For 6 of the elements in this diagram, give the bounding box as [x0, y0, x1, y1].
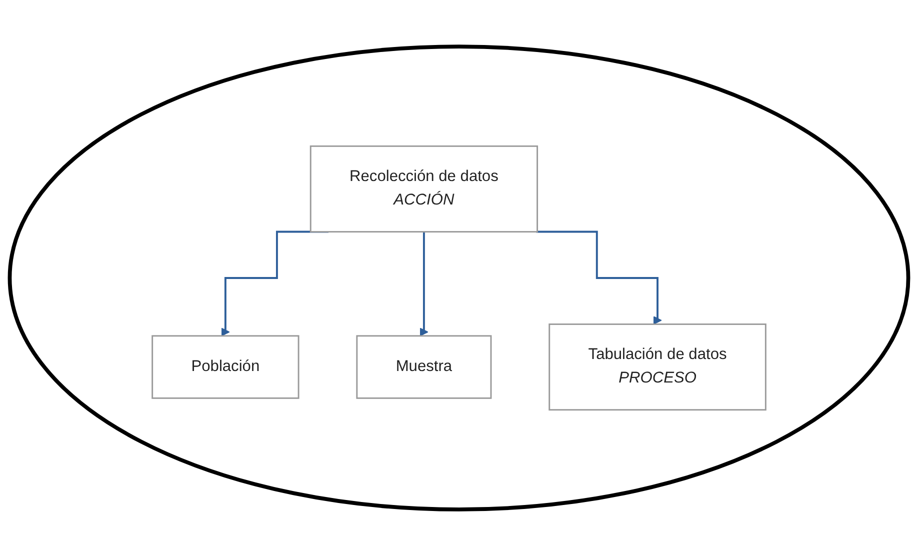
node-box: Población	[152, 335, 300, 399]
arrow	[536, 230, 662, 325]
node-box: Recolección de datos ACCIÓN	[310, 145, 538, 233]
node-box: Muestra	[356, 335, 492, 399]
arrow	[420, 230, 428, 336]
node-box: Tabulación de datos PROCESO	[548, 323, 766, 411]
